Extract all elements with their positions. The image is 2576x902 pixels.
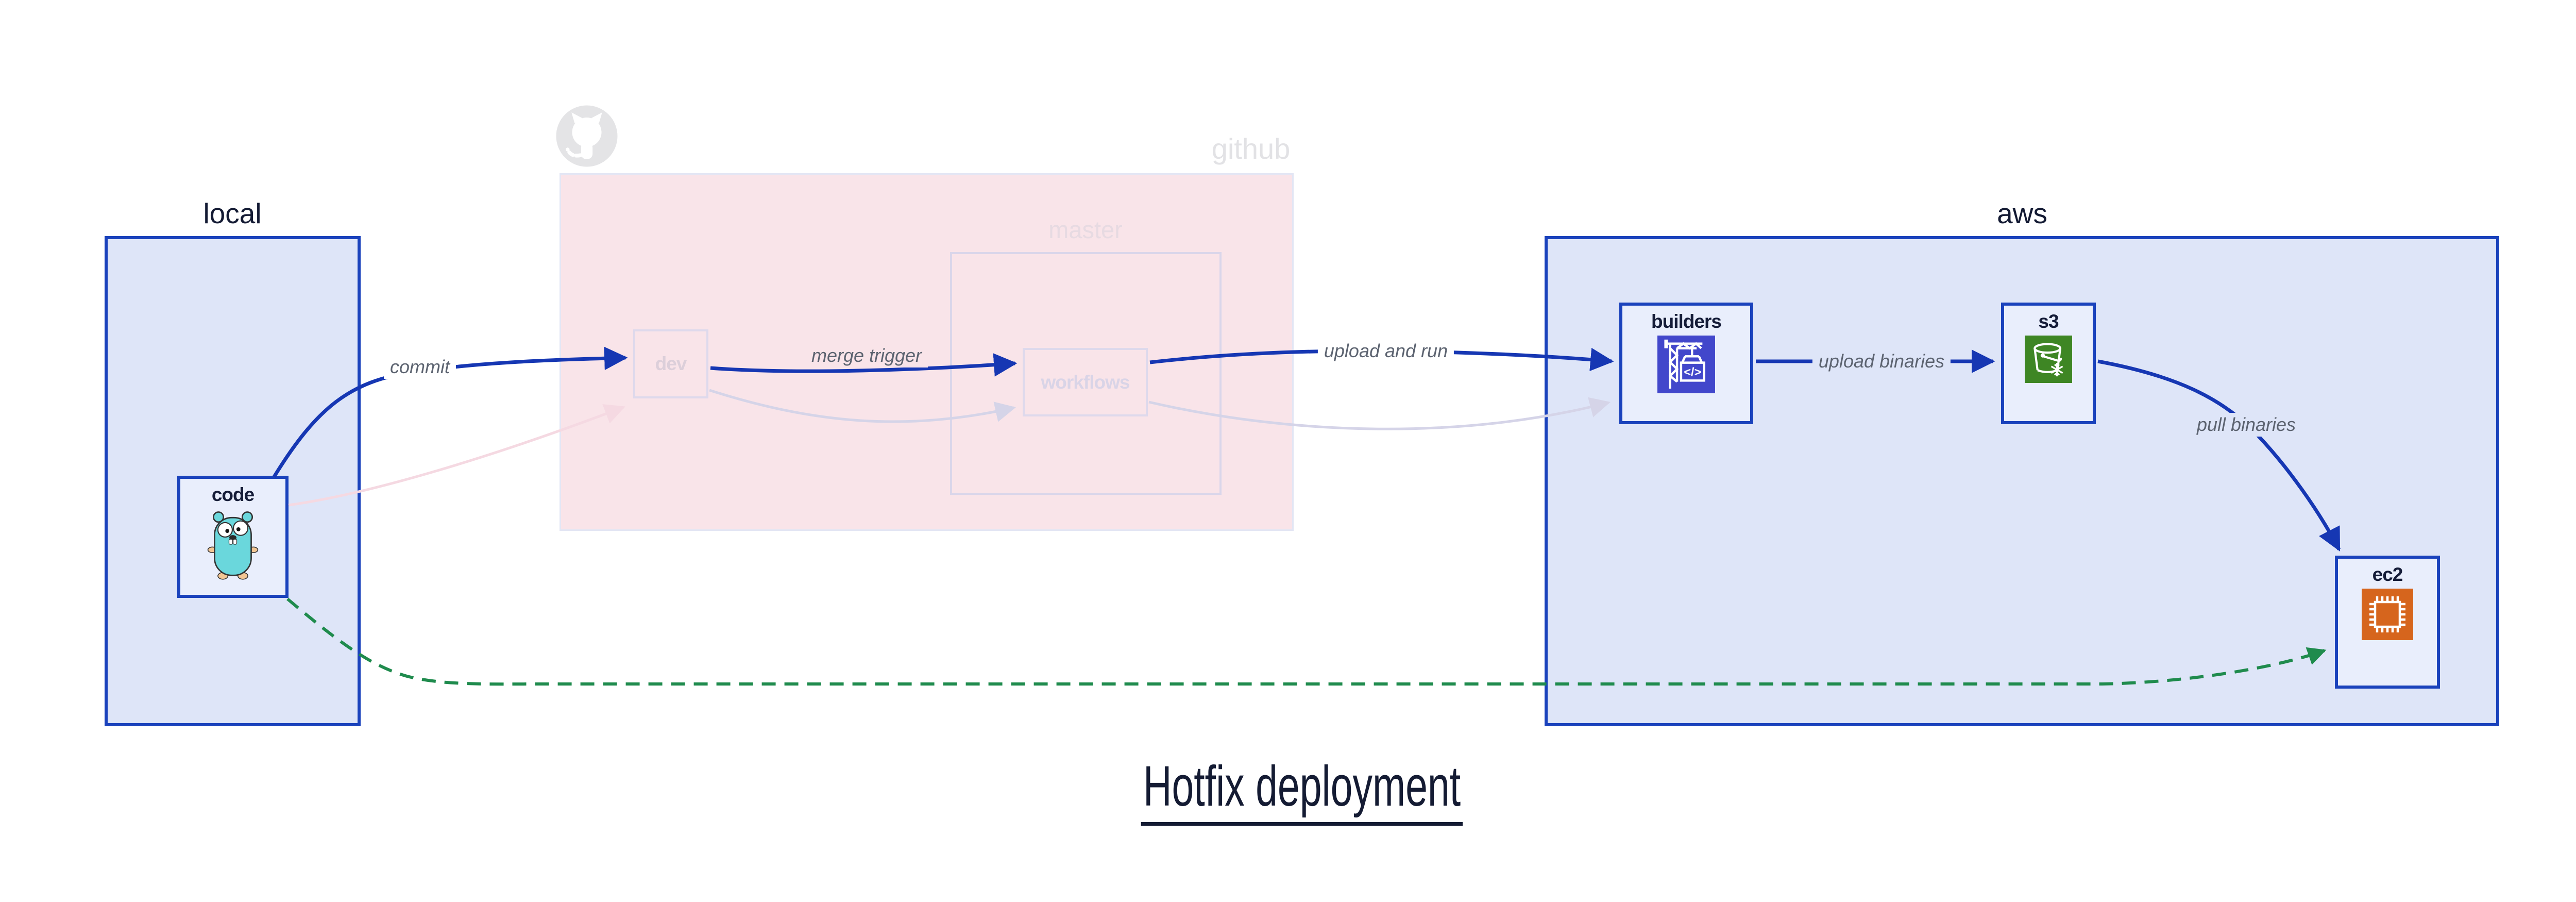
node-builders: builders </> [1619, 303, 1753, 424]
github-octocat-icon [556, 105, 618, 167]
node-dev-label: dev [655, 353, 687, 374]
edge-label-commit: commit [384, 355, 456, 379]
github-region-label: github [1211, 132, 1291, 165]
node-builders-label: builders [1651, 311, 1722, 332]
node-workflows: workflows [1023, 348, 1148, 416]
edge-label-upload-and-run: upload and run [1317, 339, 1454, 363]
codebuild-crane-icon: </> [1657, 336, 1715, 393]
node-dev: dev [633, 329, 708, 398]
node-ec2: ec2 [2335, 556, 2440, 689]
diagram-title: Hotfix deployment [1072, 754, 1532, 826]
go-gopher-icon [207, 511, 259, 580]
local-region-label: local [203, 197, 262, 229]
master-branch-box [950, 252, 1222, 495]
node-s3: s3 [2001, 303, 2096, 424]
diagram-title-text: Hotfix deployment [1141, 754, 1463, 826]
edge-label-upload-binaries: upload binaries [1812, 349, 1951, 373]
node-ec2-label: ec2 [2372, 564, 2403, 585]
edge-label-merge-trigger: merge trigger [805, 344, 928, 368]
node-s3-label: s3 [2038, 311, 2059, 332]
s3-bucket-icon [2025, 336, 2072, 383]
node-code: code [177, 476, 289, 598]
node-code-label: code [211, 484, 255, 505]
master-branch-label: master [1048, 216, 1123, 243]
aws-region-label: aws [1997, 197, 2047, 229]
svg-text:</>: </> [1684, 365, 1701, 378]
edge-label-pull-binaries: pull binaries [2190, 413, 2302, 437]
ec2-chip-icon [2362, 589, 2413, 640]
node-workflows-label: workflows [1041, 371, 1130, 393]
